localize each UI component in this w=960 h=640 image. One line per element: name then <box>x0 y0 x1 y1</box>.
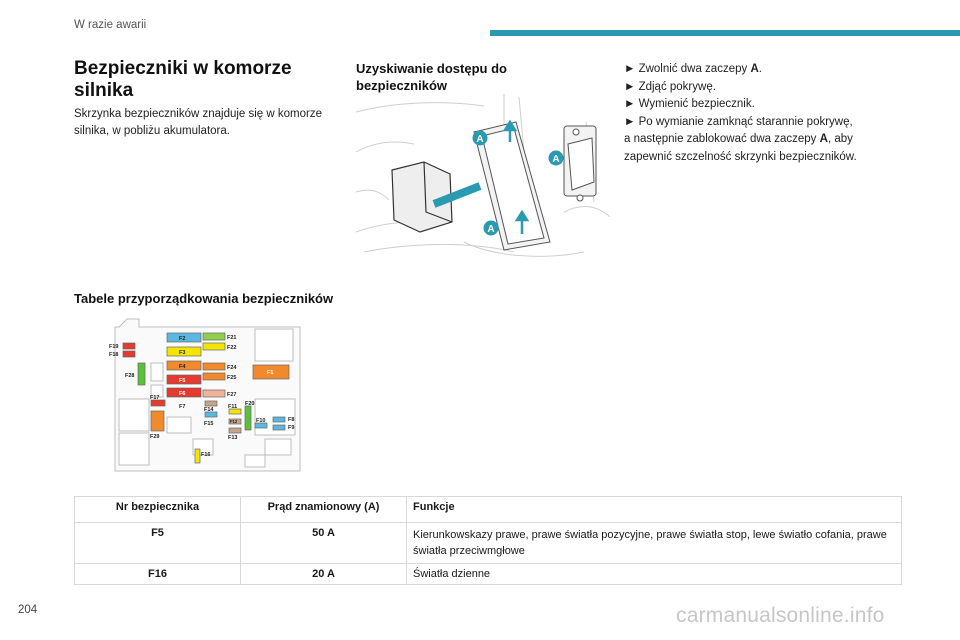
step-4-cont: a następnie zablokować dwa zaczepy A, ab… <box>624 133 853 145</box>
fuse-f28 <box>137 362 146 386</box>
cell-function: Kierunkowskazy prawe, prawe światła pozy… <box>406 522 902 564</box>
col-header-fuse: Nr bezpiecznika <box>74 496 241 523</box>
fuse-f2 <box>166 332 202 343</box>
fuse-f20 <box>244 405 252 431</box>
svg-text:F27: F27 <box>227 392 236 398</box>
fuse-f5 <box>166 374 202 385</box>
fuse-f11 <box>228 408 242 415</box>
fuse-f24 <box>202 362 226 371</box>
svg-text:F10: F10 <box>256 418 265 424</box>
table-row: F16 20 A Światła dzienne <box>74 563 902 585</box>
table-header-row: Nr bezpiecznika Prąd znamionowy (A) Funk… <box>74 496 902 523</box>
svg-text:F8: F8 <box>288 417 294 423</box>
fuse-f6 <box>166 387 202 398</box>
fuse-f16 <box>194 448 201 464</box>
col-header-function: Funkcje <box>406 496 902 523</box>
callout-a-right: A <box>548 150 564 166</box>
svg-text:F19: F19 <box>109 344 118 350</box>
svg-text:F15: F15 <box>204 421 213 427</box>
fusebox-access-illustration: A A A <box>355 94 611 257</box>
page-number: 204 <box>18 604 38 616</box>
svg-text:F25: F25 <box>227 375 236 381</box>
svg-text:A: A <box>552 154 559 165</box>
svg-text:F16: F16 <box>201 452 210 458</box>
intro-paragraph: Skrzynka bezpieczników znajduje się w ko… <box>74 108 322 137</box>
step-3: ► Wymienić bezpiecznik. <box>624 98 755 110</box>
fuse-tables-title: Tabele przyporządkowania bezpieczników <box>74 291 334 306</box>
svg-text:F4: F4 <box>179 364 186 370</box>
fuse-f27 <box>202 389 226 398</box>
fuse-labels: F2 F3 F4 F5 F6 F7 F21 F22 F24 F25 F27 F1… <box>109 335 294 458</box>
svg-text:F29: F29 <box>150 434 159 440</box>
svg-text:F12: F12 <box>230 419 238 424</box>
watermark: carmanualsonline.info <box>676 604 885 627</box>
cell-fuse: F16 <box>74 563 241 585</box>
access-title: Uzyskiwanie dostępu do bezpieczników <box>356 61 507 93</box>
svg-text:F28: F28 <box>125 373 134 379</box>
svg-text:F18: F18 <box>109 352 118 358</box>
svg-text:F24: F24 <box>227 365 237 371</box>
fuse-f17 <box>150 399 166 407</box>
fuse-f29 <box>150 410 165 432</box>
fuse-f9 <box>272 424 286 431</box>
fuse-diagram: F2 F3 F4 F5 F6 F7 F21 F22 F24 F25 F27 F1… <box>109 318 301 472</box>
table-row: F5 50 A Kierunkowskazy prawe, prawe świa… <box>74 522 902 564</box>
fuse-f7 <box>204 400 218 407</box>
fuse-f14 <box>204 411 218 418</box>
fuse-f18 <box>122 350 136 358</box>
svg-text:F6: F6 <box>179 391 185 397</box>
cell-current: 20 A <box>240 563 407 585</box>
step-1: ► Zwolnić dwa zaczepy A. <box>624 63 762 75</box>
steps-list: ► Zwolnić dwa zaczepy A. ► Zdjąć pokrywę… <box>624 61 894 166</box>
callout-a-top: A <box>472 130 488 146</box>
svg-text:F9: F9 <box>288 425 294 431</box>
header-accent-bar <box>490 30 960 36</box>
svg-text:F2: F2 <box>179 336 185 342</box>
svg-text:F7: F7 <box>179 404 185 410</box>
cell-function: Światła dzienne <box>406 563 902 585</box>
fuse-f8 <box>272 416 286 423</box>
svg-text:F5: F5 <box>179 378 185 384</box>
svg-text:F20: F20 <box>245 401 254 407</box>
svg-text:A: A <box>476 134 483 145</box>
fuse-f19 <box>122 342 136 350</box>
fuse-f12 <box>228 418 242 425</box>
section-title: Bezpieczniki w komorze silnika <box>74 58 292 101</box>
svg-text:F1: F1 <box>267 370 273 376</box>
fuse-f4 <box>166 360 202 371</box>
fuse-f1 <box>252 364 290 380</box>
svg-text:F21: F21 <box>227 335 236 341</box>
fuse-table: Nr bezpiecznika Prąd znamionowy (A) Funk… <box>74 496 902 585</box>
fuse-f25 <box>202 372 226 381</box>
fuse-f10 <box>254 422 268 429</box>
svg-text:F13: F13 <box>228 435 237 441</box>
step-2: ► Zdjąć pokrywę. <box>624 80 716 93</box>
fuse-f21 <box>202 332 226 341</box>
svg-text:F14: F14 <box>204 407 214 413</box>
svg-text:F22: F22 <box>227 345 236 351</box>
fuse-f22 <box>202 342 226 351</box>
cell-current: 50 A <box>240 522 407 564</box>
svg-text:F11: F11 <box>228 404 237 410</box>
cell-fuse: F5 <box>74 522 241 564</box>
step-4: ► Po wymianie zamknąć starannie pokrywę, <box>624 115 853 128</box>
callout-a-bottom: A <box>483 220 499 236</box>
svg-text:F17: F17 <box>150 395 159 401</box>
fuse-f13 <box>228 427 242 434</box>
section-header: W razie awarii <box>74 19 147 31</box>
step-4-cont2: zapewnić szczelność skrzynki bezpiecznik… <box>624 150 857 163</box>
fuse-f3 <box>166 346 202 357</box>
col-header-current: Prąd znamionowy (A) <box>240 496 407 523</box>
svg-text:F3: F3 <box>179 350 185 356</box>
svg-text:A: A <box>487 224 494 235</box>
